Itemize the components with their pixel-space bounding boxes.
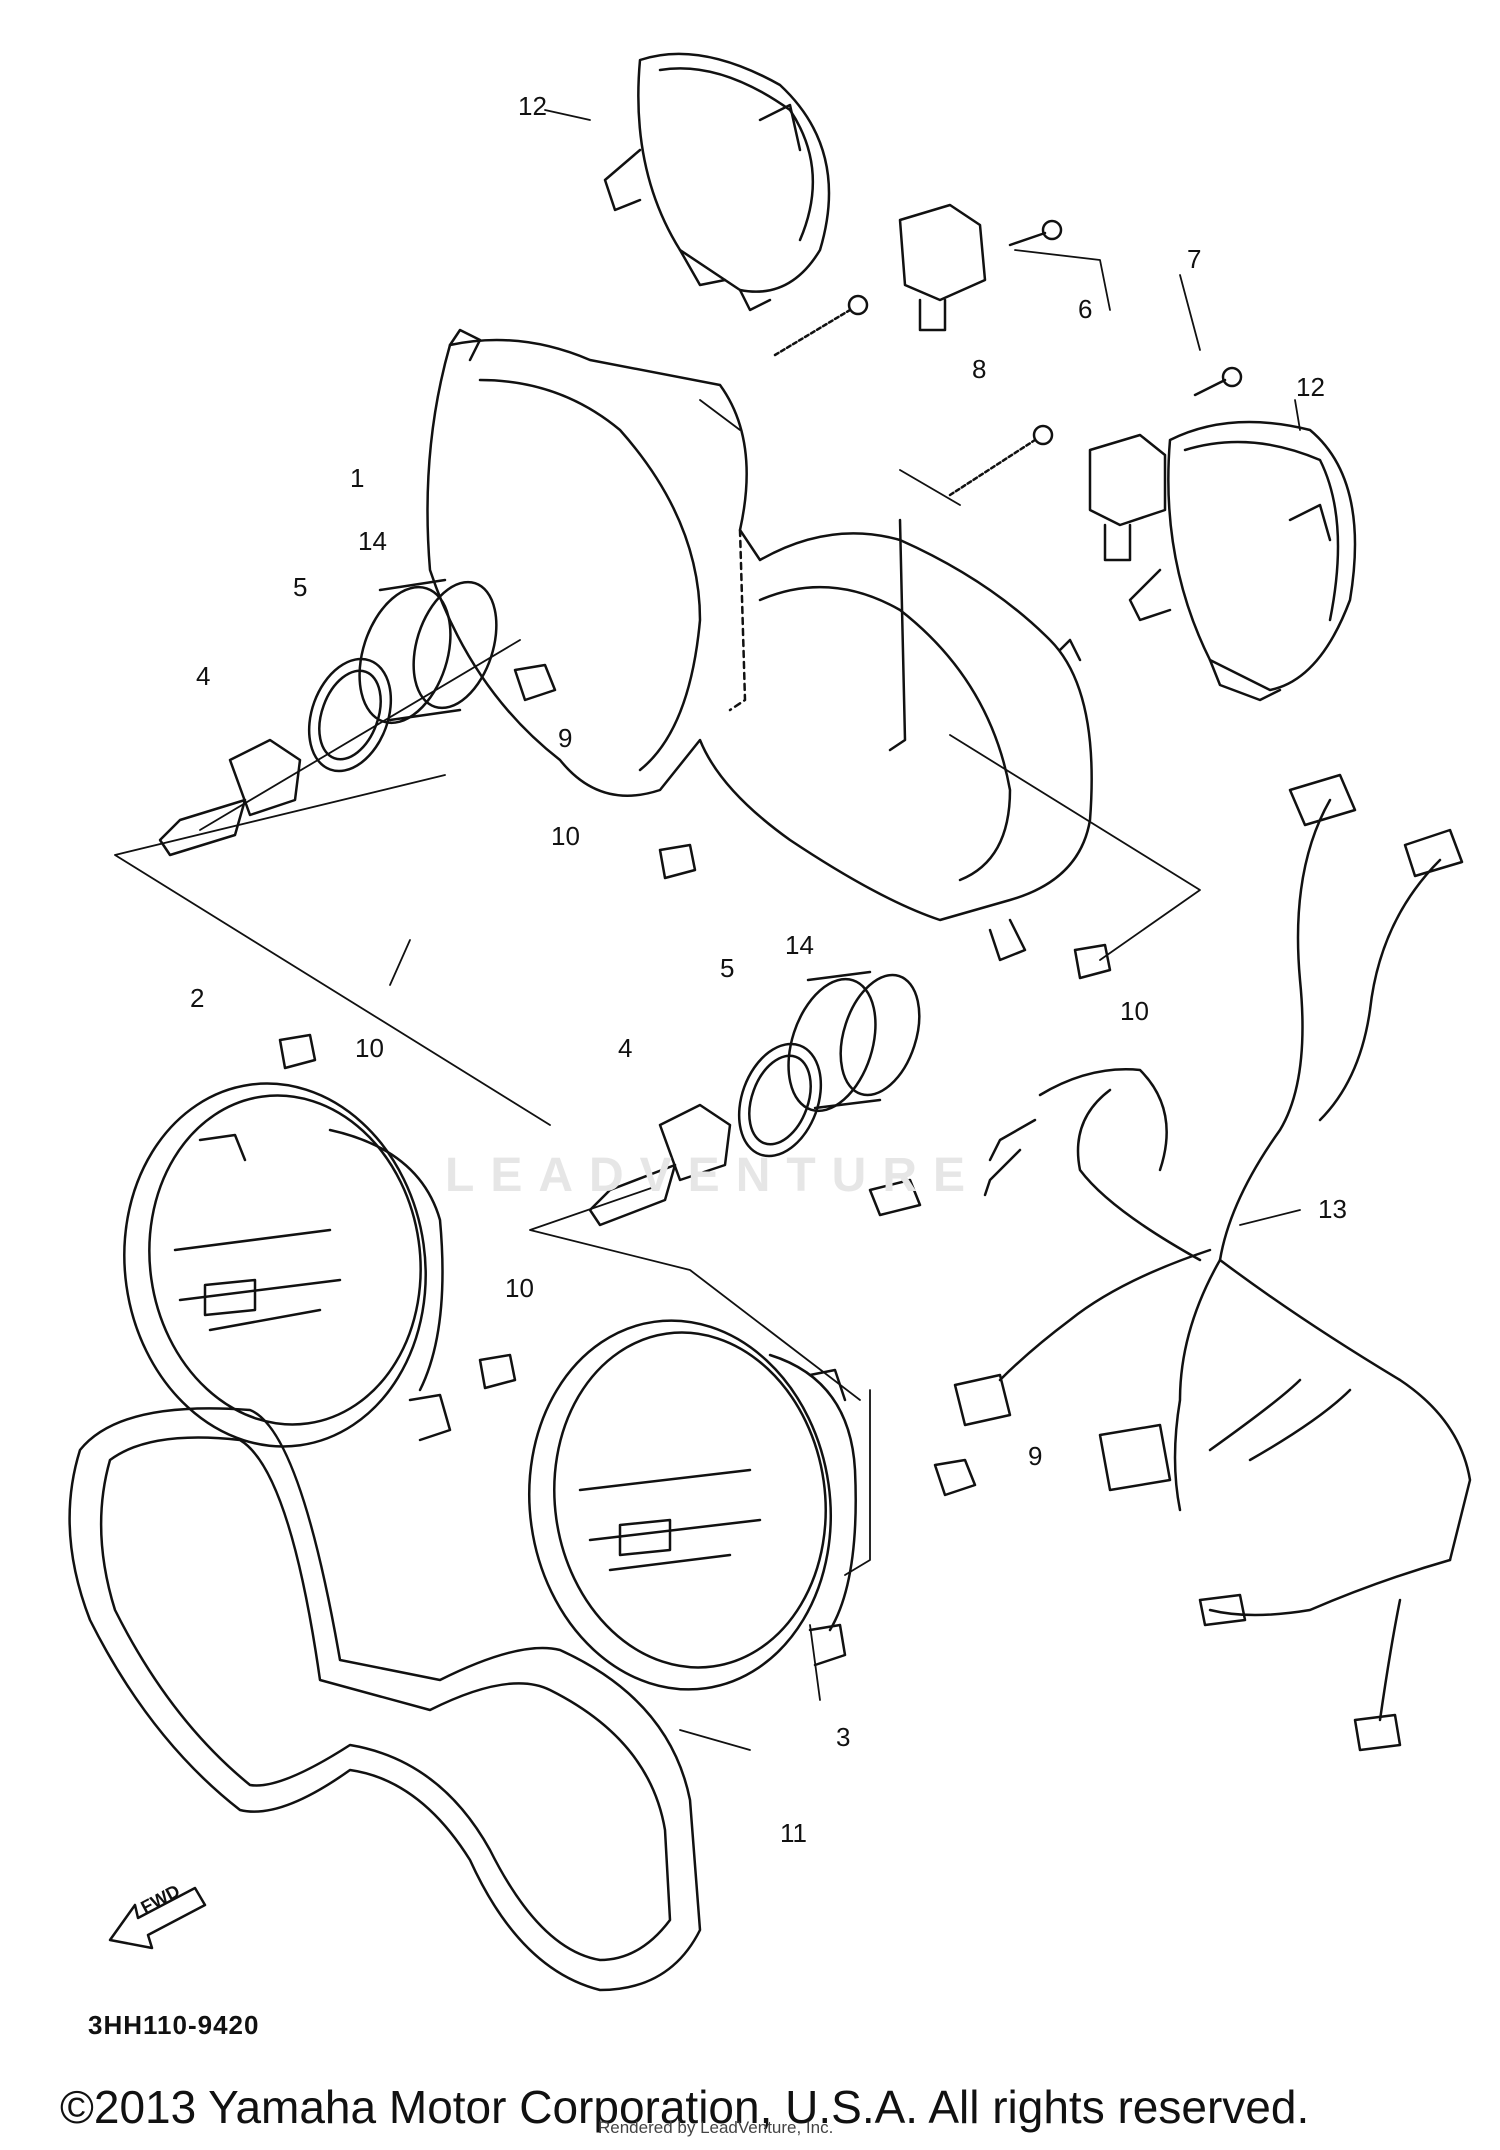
callout-10-lower: 10 [505, 1273, 534, 1303]
fwd-arrow-icon [108, 1886, 207, 1950]
callout-10-center: 10 [551, 821, 580, 851]
callout-12-top: 12 [518, 91, 547, 121]
callout-14-lower: 14 [785, 930, 814, 960]
bulb-part [158, 738, 732, 1227]
bushing-part [278, 843, 1112, 1390]
retaining-ring-part [307, 657, 823, 1158]
headlight-unit-left-part [123, 1082, 452, 1448]
copyright-notice: ©2013 Yamaha Motor Corporation, U.S.A. A… [60, 2081, 1310, 2133]
wire-harness-part [868, 773, 1472, 1752]
watermark-text: LEADVENTURE [445, 1149, 982, 1202]
headlight-body-part [426, 328, 1093, 962]
screw-part [1008, 219, 1243, 397]
headlight-trim-frame-part [68, 1407, 702, 1992]
callout-10-right: 10 [1120, 996, 1149, 1026]
callout-10-left: 10 [355, 1033, 384, 1063]
adjusting-bolt-part [773, 294, 1054, 497]
headlight-cover-right-part [1128, 420, 1357, 702]
headlight-cover-top-part [603, 52, 831, 312]
callout-14-upper: 14 [358, 526, 387, 556]
drawing-code: 3HH110-9420 [88, 2010, 260, 2040]
callout-1: 1 [350, 463, 365, 493]
callout-6: 6 [1078, 294, 1093, 324]
leader-lines [114, 109, 1301, 1751]
adjuster-bracket-part [898, 203, 1167, 562]
callout-13: 13 [1318, 1194, 1347, 1224]
callout-5-lower: 5 [720, 953, 735, 983]
callout-5-upper: 5 [293, 572, 308, 602]
callout-4-upper: 4 [196, 661, 211, 691]
callout-4-lower: 4 [618, 1033, 633, 1063]
callout-8: 8 [972, 354, 987, 384]
callout-9-upper: 9 [558, 723, 573, 753]
callout-3: 3 [836, 1722, 851, 1752]
headlight-unit-right-part [527, 1319, 857, 1691]
bulb-socket-part [358, 578, 921, 1113]
callout-12-right: 12 [1296, 372, 1325, 402]
callout-7: 7 [1187, 244, 1202, 274]
callout-11: 11 [780, 1818, 807, 1848]
callout-9-lower: 9 [1028, 1441, 1043, 1471]
socket-part [513, 663, 977, 1497]
callout-2: 2 [190, 983, 205, 1013]
rendered-by-credit: Rendered by LeadVenture, Inc. [598, 2118, 834, 2137]
